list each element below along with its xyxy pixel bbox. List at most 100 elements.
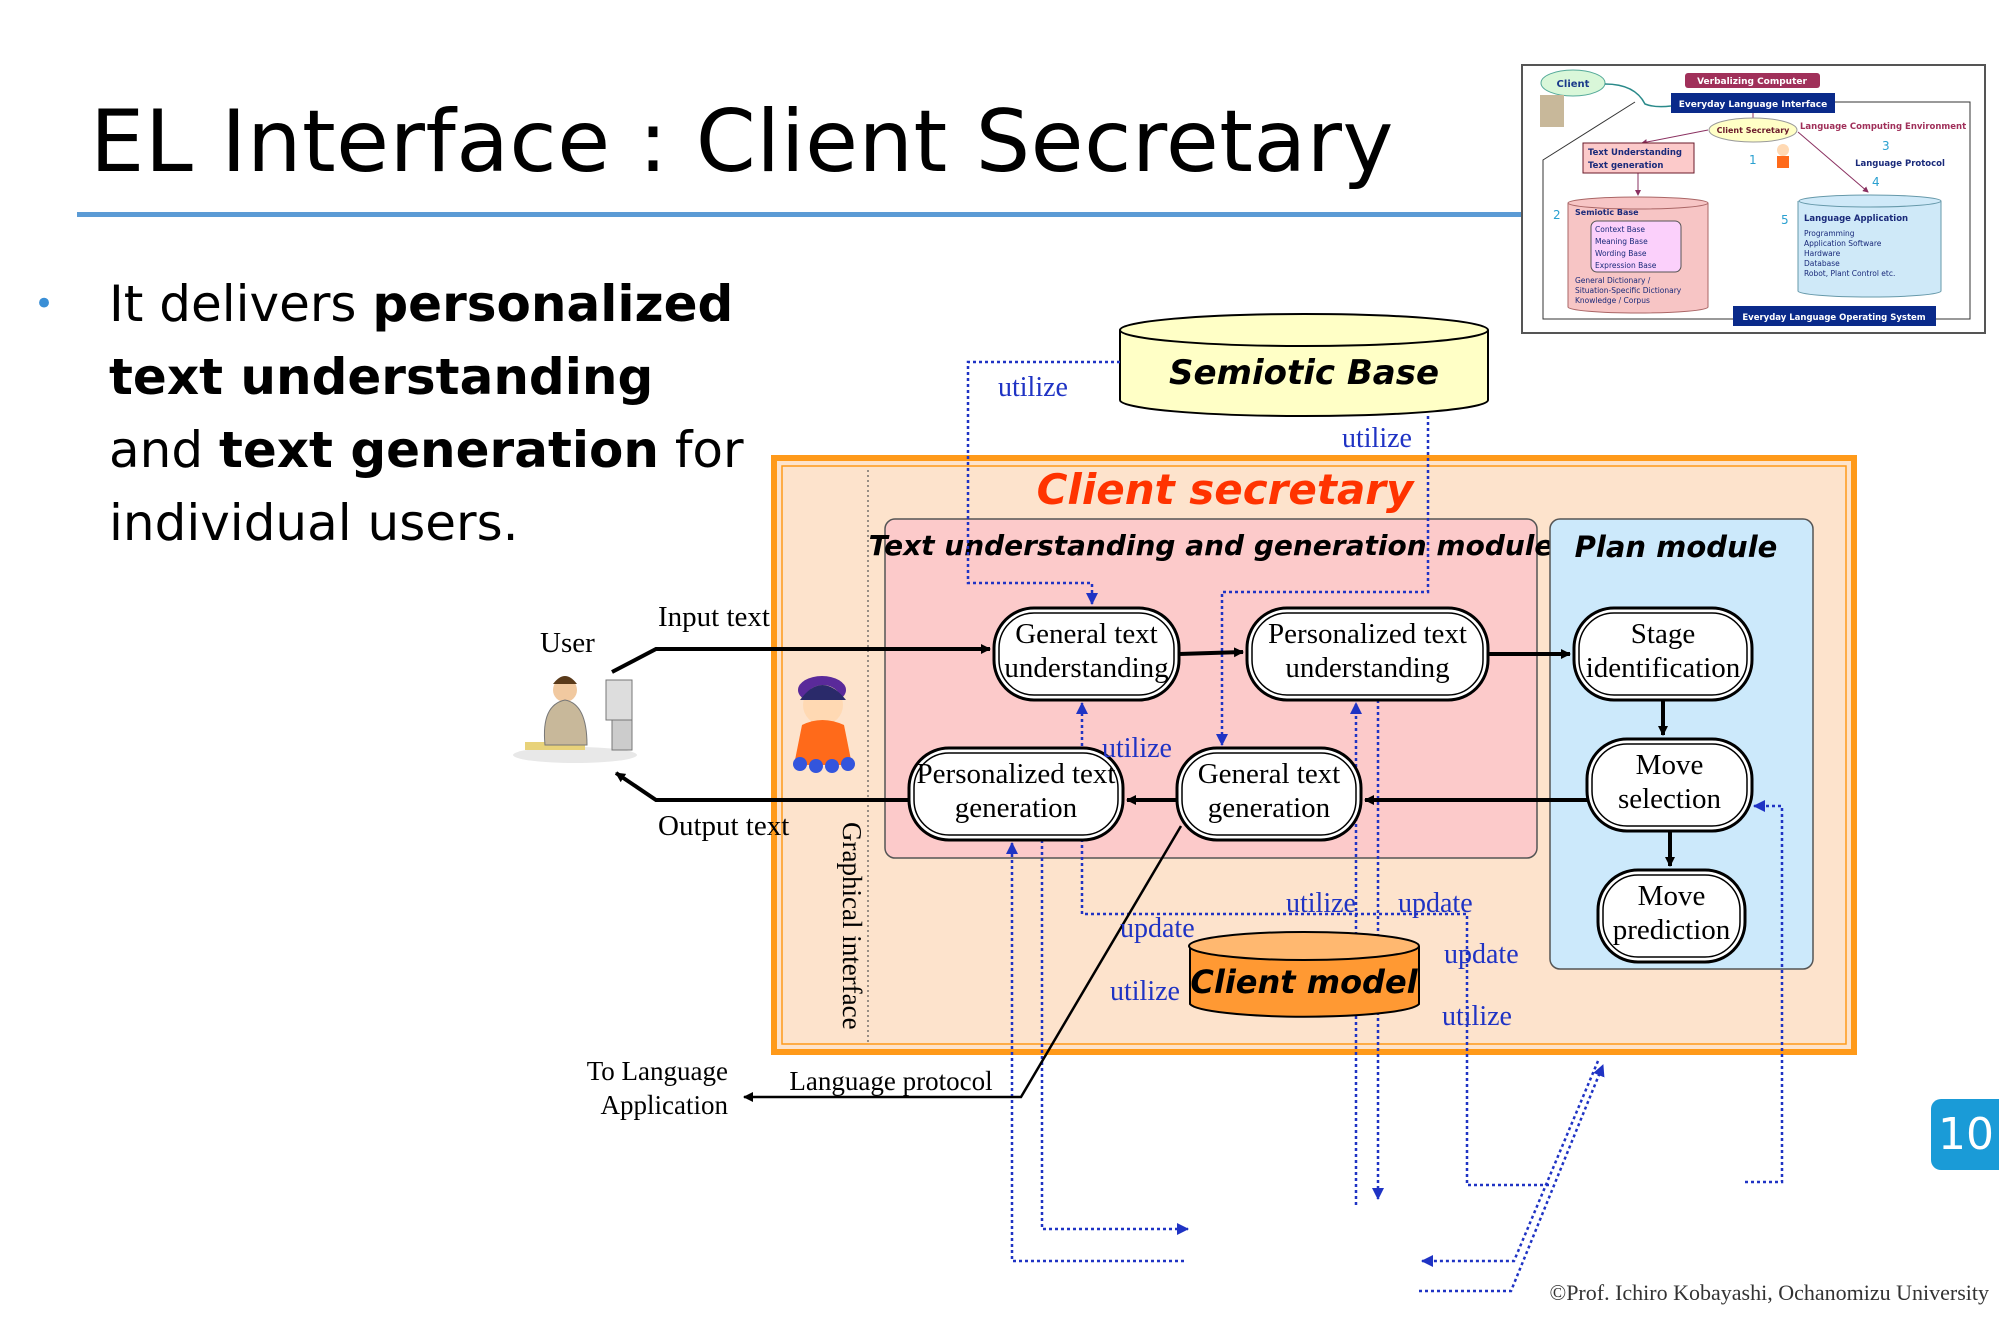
solid-arrows (611, 644, 1675, 1102)
thumb-verbalizing-computer: Verbalizing Computer (1697, 77, 1807, 87)
node-label-line: selection (1618, 783, 1722, 815)
output-text-label: Output text (658, 810, 789, 842)
link-semiotic-to-gtg (1216, 416, 1430, 746)
bullet-text: It delivers personalized text understand… (109, 268, 749, 560)
node-label-line: Move (1638, 880, 1706, 912)
thumb-text-box-1: Text Understanding (1588, 148, 1682, 158)
thumb-line: Database (1804, 259, 1840, 268)
bullet-mid: and (109, 421, 219, 479)
node-label-line: General text (1015, 618, 1158, 650)
plan-module-title: Plan module (1575, 530, 1778, 564)
link-ptg-to-cm (1040, 840, 1189, 1235)
thumb-num-2: 2 (1553, 208, 1561, 222)
page-number-badge: 10 (1931, 1099, 1999, 1170)
node-label-line: understanding (1004, 652, 1168, 684)
link-mp-to-si (1745, 800, 1784, 1184)
link-ms-to-cm (1421, 1060, 1600, 1267)
client-model-label: Client model (1190, 963, 1418, 1001)
thumb-eli: Everyday Language Interface (1679, 100, 1828, 110)
client-secretary-title: Client secretary (1037, 465, 1415, 514)
node-label-line: generation (955, 792, 1078, 824)
arrow-input-text (611, 644, 991, 674)
label-update-3: update (1444, 939, 1519, 970)
thumb-line: Knowledge / Corpus (1575, 296, 1650, 305)
thumb-line: Wording Base (1595, 249, 1647, 258)
thumb-line: Expression Base (1595, 261, 1657, 270)
to-language-application-line1: To Language (587, 1056, 728, 1086)
node-label-line: Personalized text (1268, 618, 1467, 650)
user-at-computer-icon (513, 676, 637, 763)
label-utilize-2: utilize (1342, 423, 1412, 454)
node-label-line: identification (1586, 652, 1741, 684)
bullet-marker: • (34, 284, 55, 324)
secretary-character-icon (793, 676, 855, 773)
node-label-line: prediction (1613, 914, 1731, 946)
thumb-line: Robot, Plant Control etc. (1804, 269, 1895, 278)
page-title: EL Interface : Client Secretary (90, 92, 1394, 192)
language-protocol-label: Language protocol (789, 1066, 992, 1096)
thumb-line: Situation-Specific Dictionary (1575, 286, 1682, 295)
label-utilize-6: utilize (1442, 1001, 1512, 1032)
thumb-num-1: 1 (1749, 153, 1757, 167)
semiotic-base-cylinder: Semiotic Base (1119, 313, 1489, 417)
label-utilize-1: utilize (998, 372, 1068, 403)
thumb-line: Programming (1804, 229, 1855, 238)
arrow-gtu-to-ptu (1178, 647, 1244, 658)
node-label-line: understanding (1285, 652, 1449, 684)
dotted-links (966, 360, 1784, 1293)
node-label-line: Move (1636, 749, 1704, 781)
bullet-pre: It delivers (109, 275, 373, 333)
node-label-line: General text (1198, 758, 1341, 790)
thumb-line: Context Base (1595, 225, 1645, 234)
copyright: ©Prof. Ichiro Kobayashi, Ochanomizu Univ… (1549, 1280, 1989, 1305)
thumb-line: General Dictionary / (1575, 276, 1651, 285)
node-label-line: Stage (1631, 618, 1695, 650)
thumb-line: Meaning Base (1595, 237, 1648, 246)
thumb-language-protocol: Language Protocol (1855, 159, 1945, 169)
thumb-num-5: 5 (1781, 213, 1789, 227)
bullet-bold-2: text generation (218, 421, 659, 479)
link-cm-to-ptg (1006, 842, 1184, 1263)
title-divider (77, 212, 1527, 217)
label-utilize-5: utilize (1110, 976, 1180, 1007)
thumb-text-box-2: Text generation (1588, 161, 1663, 171)
label-utilize-3: utilize (1102, 733, 1172, 764)
client-model-cylinder: Client model (1188, 931, 1420, 1018)
node-label-line: generation (1208, 792, 1331, 824)
text-module-title: Text understanding and generation module (869, 529, 1554, 562)
thumb-semiotic-lower: General Dictionary /Situation-Specific D… (1575, 276, 1682, 305)
to-language-application-line2: Application (601, 1090, 729, 1120)
arrow-language-protocol (743, 825, 1183, 1102)
link-semiotic-to-gtu (966, 360, 1120, 605)
label-update-2: update (1120, 913, 1195, 944)
thumb-line: Application Software (1804, 239, 1882, 248)
thumb-semiotic-base: Semiotic Base (1575, 208, 1639, 217)
arrow-output-text (614, 771, 909, 802)
bullet-post: for individual users. (109, 421, 744, 552)
link-cm-to-ms (1419, 1064, 1605, 1293)
input-text-label: Input text (658, 601, 770, 633)
graphical-interface-label: Graphical interface (837, 822, 867, 1030)
bullet-bold-1: personalized text understanding (109, 275, 734, 406)
thumb-language-application: Language Application (1804, 214, 1908, 224)
semiotic-base-label: Semiotic Base (1169, 353, 1439, 393)
link-update-gtu (1076, 702, 1549, 1187)
thumb-line: Hardware (1804, 249, 1841, 258)
thumb-client: Client (1557, 79, 1590, 90)
overview-thumbnail: Client Verbalizing Computer Everyday Lan… (1521, 64, 1986, 334)
thumb-client-secretary: Client Secretary (1717, 126, 1791, 135)
thumb-num-3: 3 (1882, 139, 1890, 153)
thumb-lce: Language Computing Environment (1800, 122, 1966, 132)
client-secretary-inner-border (781, 465, 1847, 1045)
